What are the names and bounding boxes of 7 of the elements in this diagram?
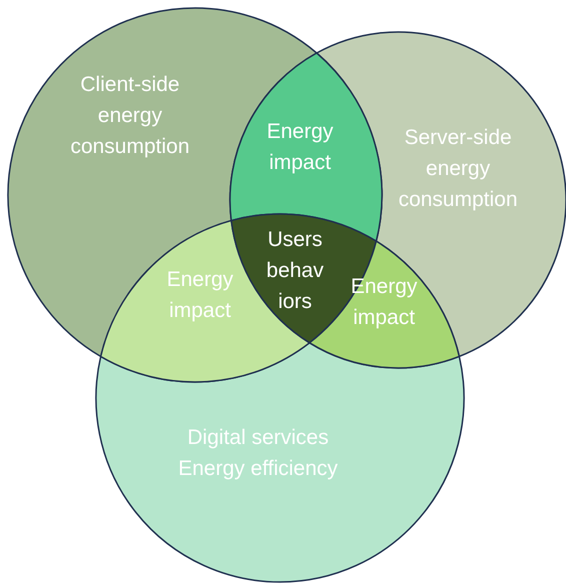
region-label: Server-side energy consumption bbox=[397, 124, 519, 212]
region-label: Digital services Energy efficiency bbox=[177, 425, 339, 482]
region-label: Energy impact bbox=[266, 119, 334, 176]
region-label: Users behav iors bbox=[265, 226, 325, 314]
venn-region bbox=[95, 342, 465, 583]
region-label: Energy impact bbox=[166, 267, 234, 324]
region-label: Client-side energy consumption bbox=[69, 72, 191, 160]
